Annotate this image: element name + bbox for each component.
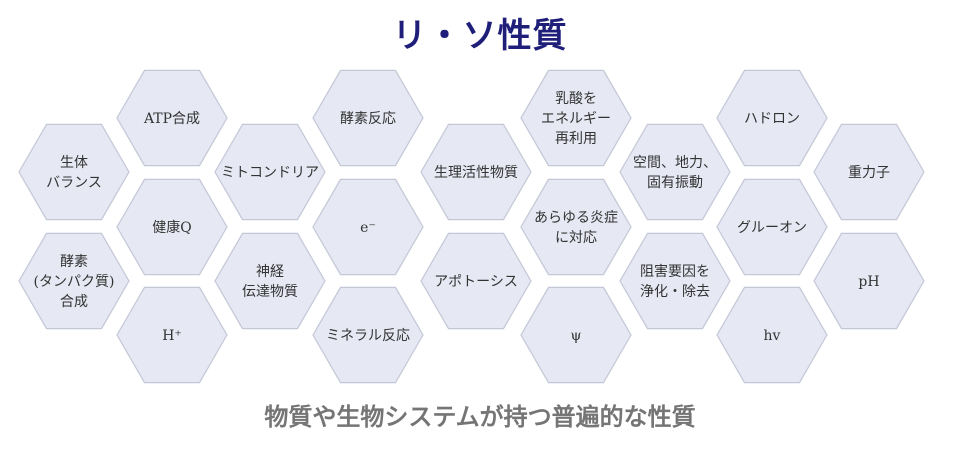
hexagon-mineral-hanno: ミネラル反応 [312, 286, 424, 384]
hexagon-shape [214, 123, 326, 221]
hexagon-label: 生理活性物質 [434, 165, 518, 181]
hexagon-shape [420, 123, 532, 221]
hexagon-label: hv [764, 328, 781, 344]
hexagon-label: 伝達物質 [242, 284, 298, 300]
hexagon-label: バランス [46, 175, 102, 191]
hexagon-shape [520, 69, 632, 167]
hexagon-label: あらゆる炎症 [534, 210, 618, 226]
hexagon-hadron: ハドロン [716, 69, 828, 167]
hexagon-shape [116, 178, 228, 276]
hexagon-label: 神経 [256, 264, 284, 280]
hexagon-shape [312, 178, 424, 276]
hexagon-psi: ψ [520, 286, 632, 384]
hexagon-shape [312, 286, 424, 384]
hexagon-label: ATP合成 [143, 111, 200, 127]
hexagon-shape [116, 286, 228, 384]
hexagon-label: e⁻ [360, 220, 376, 236]
hexagon-apoptosis: アポトーシス [420, 232, 532, 330]
hexagon-label: 酵素 [60, 254, 88, 270]
hexagon-kenko-q: 健康Q [116, 178, 228, 276]
hexagon-shape [716, 69, 828, 167]
hexagon-label: 固有振動 [647, 175, 703, 191]
hexagon-label: ハドロン [744, 111, 800, 127]
hexagon-shape [214, 232, 326, 330]
hexagon-shape [520, 286, 632, 384]
hexagon-graviton: 重力子 [813, 123, 925, 221]
hexagon-shape [813, 232, 925, 330]
hexagon-label: 酵素反応 [340, 111, 396, 127]
hexagon-koso-gosei: 酵素 (タンパク質) 合成 [18, 232, 130, 330]
hexagon-label: ミトコンドリア [221, 165, 319, 181]
hexagon-label: グルーオン [737, 220, 807, 236]
hexagon-shape [619, 232, 731, 330]
hexagon-label: 阻害要因を [640, 264, 710, 280]
hexagon-atp-gosei: ATP合成 [116, 69, 228, 167]
hexagon-shape [619, 123, 731, 221]
hexagon-shape [116, 69, 228, 167]
hexagon-mitochondria: ミトコンドリア [214, 123, 326, 221]
hexagon-gluon: グルーオン [716, 178, 828, 276]
hexagon-label: 空間、地力、 [633, 155, 717, 171]
hexagon-label: 乳酸を [555, 91, 597, 107]
hexagon-label: 再利用 [555, 131, 597, 147]
hexagon-label: ミネラル反応 [326, 328, 410, 344]
hexagon-label: ψ [571, 328, 582, 344]
hexagon-label: H⁺ [162, 328, 182, 344]
hexagon-shape [18, 123, 130, 221]
hexagon-shape [520, 178, 632, 276]
hexagon-shape [716, 178, 828, 276]
hexagon-seiri-kassei: 生理活性物質 [420, 123, 532, 221]
hexagon-label: 浄化・除去 [640, 284, 710, 300]
page-subtitle: 物質や生物システムが持つ普遍的な性質 [264, 403, 696, 431]
hexagon-label: 健康Q [152, 219, 191, 236]
hexagon-label: 生体 [60, 155, 88, 171]
hexagon-shape [716, 286, 828, 384]
hexagon-shape [312, 69, 424, 167]
hexagon-h-plus: H⁺ [116, 286, 228, 384]
hexagon-koso-hanno: 酵素反応 [312, 69, 424, 167]
hexagon-label: 合成 [60, 294, 88, 310]
hexagon-shape [420, 232, 532, 330]
page-title: リ・ソ性質 [392, 16, 568, 56]
hexagon-label: 重力子 [848, 165, 890, 181]
hexagon-label: (タンパク質) [34, 274, 115, 290]
hexagon-label: アポトーシス [434, 274, 518, 290]
hexagon-ph: pH [813, 232, 925, 330]
hexagon-shape [813, 123, 925, 221]
hexagon-electron: e⁻ [312, 178, 424, 276]
hexagon-hv: hv [716, 286, 828, 384]
hexagon-kukan-shindo: 空間、地力、固有振動 [619, 123, 731, 221]
hexagon-label: エネルギー [541, 111, 611, 127]
hexagon-shape [18, 232, 130, 330]
hexagon-label: に対応 [555, 230, 597, 246]
hexagon-label: pH [858, 274, 879, 290]
